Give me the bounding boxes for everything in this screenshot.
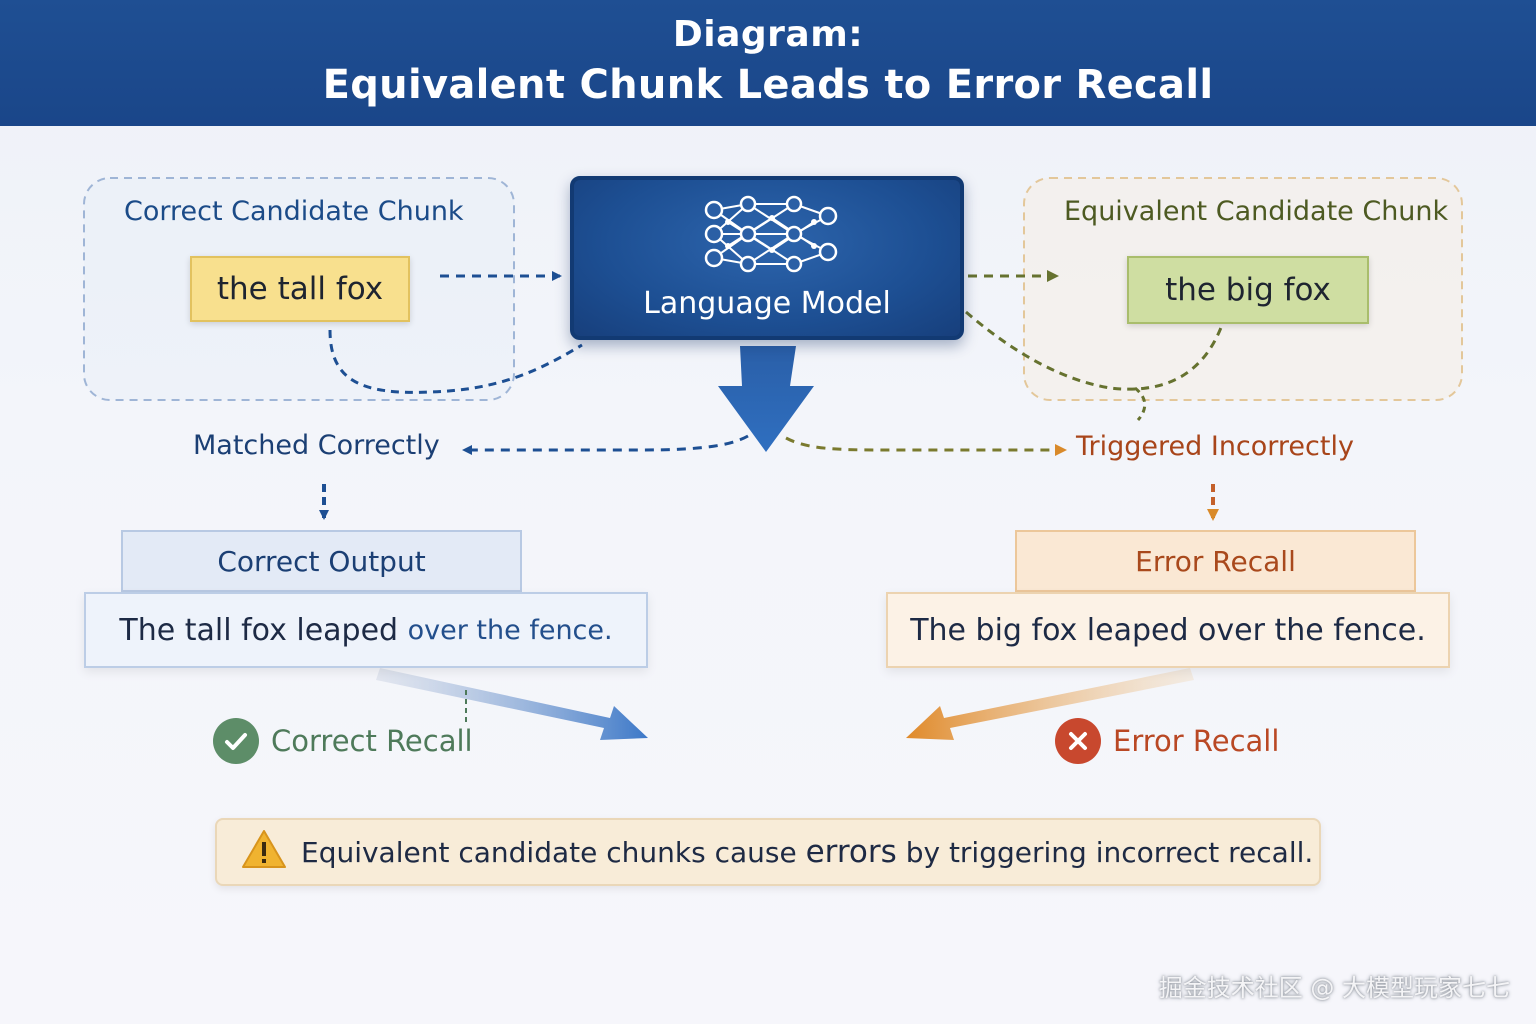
watermark: 掘金技术社区 @ 大模型玩家七七 xyxy=(1158,974,1510,1002)
check-icon xyxy=(213,718,259,764)
warning-note: Equivalent candidate chunks cause errors… xyxy=(215,818,1321,886)
right-curl xyxy=(1134,386,1147,421)
error-recall: Error Recall xyxy=(1055,718,1279,764)
error-recall-heading: Error Recall xyxy=(1015,530,1416,592)
correct-chunk: the tall fox xyxy=(190,256,410,322)
language-model-label: Language Model xyxy=(643,286,891,321)
to-triggered-arrow xyxy=(785,436,1067,456)
correct-recall-arrow xyxy=(376,668,648,740)
title-banner: Diagram: Equivalent Chunk Leads to Error… xyxy=(0,0,1536,126)
equivalent-chunk-group-title: Equivalent Candidate Chunk xyxy=(1064,196,1449,227)
matched-correctly-label: Matched Correctly xyxy=(193,430,440,461)
diagram-label: Diagram: xyxy=(672,14,864,55)
correct-recall: Correct Recall xyxy=(213,718,473,764)
correct-sentence-part-2: over the fence. xyxy=(407,614,613,646)
model-output-arrow xyxy=(718,346,814,452)
note-text: Equivalent candidate chunks cause errors… xyxy=(301,834,1313,870)
equivalent-chunk: the big fox xyxy=(1127,256,1369,324)
language-model-box: Language Model xyxy=(570,176,964,340)
to-matched-arrow xyxy=(462,434,749,455)
triggered-incorrectly-label: Triggered Incorrectly xyxy=(1076,431,1354,462)
correct-output-sentence: The tall fox leaped over the fence. xyxy=(84,592,648,668)
error-recall-label: Error Recall xyxy=(1113,724,1280,758)
warning-icon xyxy=(241,829,287,876)
x-icon xyxy=(1055,718,1101,764)
note-text-after: by triggering incorrect recall. xyxy=(896,836,1314,869)
error-output-sentence: The big fox leaped over the fence. xyxy=(886,592,1450,668)
error-recall-arrow xyxy=(906,668,1194,740)
correct-sentence-part-1: The tall fox leaped xyxy=(119,612,408,648)
neural-network-icon xyxy=(698,194,844,280)
correct-recall-label: Correct Recall xyxy=(271,724,473,758)
left-feedback-curve xyxy=(328,329,583,394)
note-emphasis: errors xyxy=(805,834,897,870)
diagram-title: Equivalent Chunk Leads to Error Recall xyxy=(322,62,1214,108)
correct-chunk-group-title: Correct Candidate Chunk xyxy=(124,196,464,227)
note-text-before: Equivalent candidate chunks cause xyxy=(301,836,806,869)
correct-output-heading: Correct Output xyxy=(121,530,522,592)
